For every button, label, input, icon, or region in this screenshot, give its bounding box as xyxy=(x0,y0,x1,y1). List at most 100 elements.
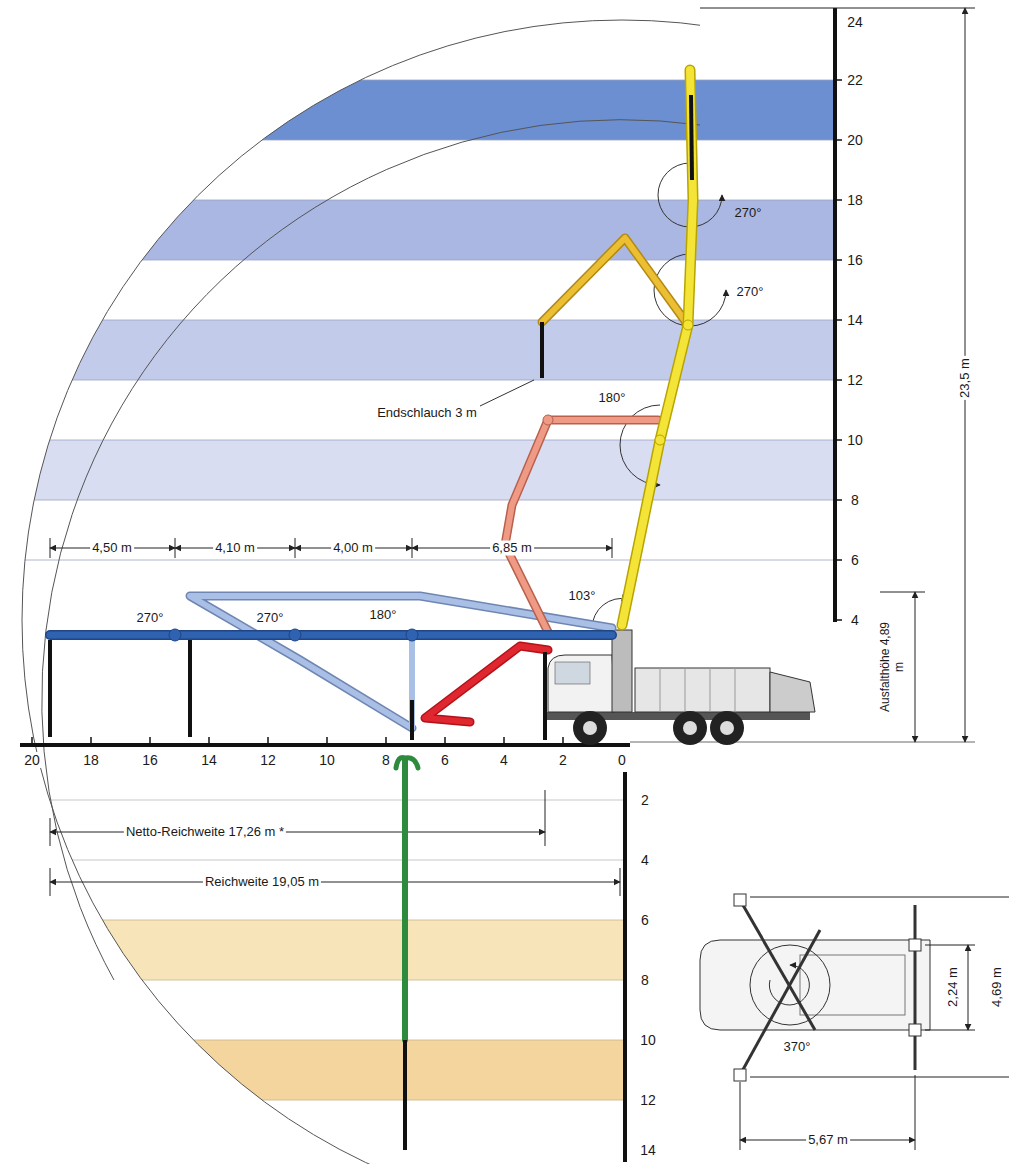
grid-line xyxy=(0,380,835,381)
end-hose xyxy=(543,652,547,740)
height-scale xyxy=(835,559,842,561)
truck xyxy=(583,721,597,735)
axis-number: 4 xyxy=(639,852,651,868)
axis-number: 20 xyxy=(22,752,42,768)
grid-line xyxy=(0,920,625,921)
height-scale xyxy=(835,619,842,621)
reach-scale xyxy=(444,737,446,745)
boom xyxy=(402,760,408,1040)
dimension-line xyxy=(50,8,975,896)
grid-line xyxy=(0,860,625,861)
dimension-label: 23,5 m xyxy=(958,356,973,400)
plan-view xyxy=(769,965,809,1005)
boom xyxy=(542,238,688,325)
axis-number: 14 xyxy=(199,752,219,768)
dimension-line xyxy=(750,897,1009,898)
angle-label: 103° xyxy=(567,589,598,604)
dimension-line xyxy=(968,945,969,1030)
truck xyxy=(710,711,744,745)
end-hose xyxy=(410,700,414,740)
reach-scale xyxy=(31,737,33,745)
reach-scale xyxy=(20,737,975,745)
angle-label: 270° xyxy=(255,611,286,626)
dimension-label: 5,67 m xyxy=(806,1133,850,1148)
axis-number: 8 xyxy=(639,972,651,988)
height-scale xyxy=(835,199,842,201)
end-hose xyxy=(48,640,52,737)
range-band xyxy=(0,80,835,140)
axis-number: 16 xyxy=(140,752,160,768)
end-hose xyxy=(50,95,692,1150)
grid-line xyxy=(0,980,625,981)
angle-label: 370° xyxy=(782,1040,813,1055)
boom-joint xyxy=(289,629,301,641)
axis-number: 16 xyxy=(845,252,865,268)
axis-number: 6 xyxy=(439,752,451,768)
truck xyxy=(545,630,815,745)
reach-scale xyxy=(20,743,630,747)
boom xyxy=(190,596,612,728)
boom xyxy=(622,70,693,625)
axis-number: 8 xyxy=(849,492,861,508)
boom xyxy=(505,420,658,632)
dimension-line xyxy=(740,897,1009,1150)
grid-line xyxy=(0,800,625,801)
height-scale xyxy=(835,259,842,261)
boom-joint xyxy=(169,320,693,641)
axis-number: 22 xyxy=(845,72,865,88)
dimension-label: 4,00 m xyxy=(331,541,375,556)
axis-number: 24 xyxy=(845,14,865,30)
range-band xyxy=(0,1040,625,1100)
grid-line xyxy=(0,80,835,81)
axis-number: 10 xyxy=(317,752,337,768)
dimension-label: Ausfalthöhe 4,89 m xyxy=(879,619,907,715)
dimension-line xyxy=(545,790,546,846)
grid-line xyxy=(0,1040,625,1041)
dimension-line xyxy=(880,592,925,593)
end-hose xyxy=(691,95,692,180)
angle-label: 270° xyxy=(735,285,766,300)
boom-joint xyxy=(169,629,181,641)
height-scale xyxy=(835,79,842,81)
plan-view xyxy=(734,894,746,906)
truck xyxy=(635,668,770,712)
reach-scale xyxy=(149,737,151,745)
axis-number: 10 xyxy=(845,432,865,448)
dimension-label: 2,24 m xyxy=(946,965,961,1009)
truck xyxy=(612,630,632,712)
axis-number: 12 xyxy=(258,752,278,768)
boom xyxy=(505,420,658,632)
height-scale xyxy=(833,8,837,622)
height-scale xyxy=(835,379,842,381)
range-band xyxy=(0,920,625,980)
dimension-line xyxy=(700,8,975,9)
plan-view xyxy=(909,1024,921,1036)
reach-scale xyxy=(503,737,505,745)
end-hose xyxy=(540,322,544,378)
truck xyxy=(555,662,590,684)
axis-number: 4 xyxy=(498,752,510,768)
axis-number: 10 xyxy=(638,1032,658,1048)
plan-view xyxy=(909,939,921,951)
dimension-label: Reichweite 19,05 m xyxy=(203,875,321,890)
axis-number: 14 xyxy=(638,1142,658,1158)
axis-number: 12 xyxy=(845,372,865,388)
grid-line xyxy=(0,200,835,201)
dimension-label: 4,10 m xyxy=(213,541,257,556)
axis-number: 2 xyxy=(639,792,651,808)
reach-arc xyxy=(22,20,700,1164)
boom-joint xyxy=(406,629,418,641)
reach-scale xyxy=(562,737,564,745)
plan-view xyxy=(740,930,820,1075)
boom-joint xyxy=(543,415,553,425)
grid-line xyxy=(0,260,835,261)
boom xyxy=(50,70,693,1040)
angle-label: 270° xyxy=(135,611,166,626)
truck xyxy=(573,711,607,745)
dimension-line xyxy=(50,882,620,883)
truck xyxy=(683,721,697,735)
axis-number: 0 xyxy=(616,752,628,768)
plan-view xyxy=(734,1069,746,1081)
reach-scale xyxy=(267,737,269,745)
